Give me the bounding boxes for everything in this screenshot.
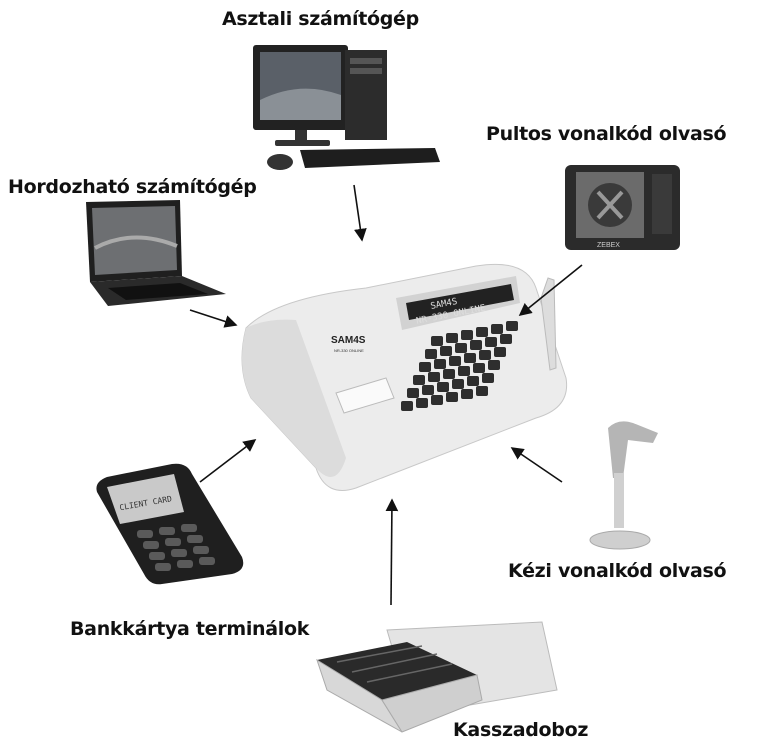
terminal-key (177, 560, 193, 568)
scanner-brand: ZEBEX (597, 242, 620, 249)
register-key (437, 382, 449, 392)
arrow-counter-scanner (518, 264, 583, 317)
register-key (416, 398, 428, 408)
register-key (428, 372, 440, 382)
terminal-key (187, 535, 203, 543)
arrow-desktop (353, 184, 367, 242)
register-key (491, 324, 503, 334)
register-key (485, 337, 497, 347)
label-cash-drawer: Kasszadoboz (453, 719, 589, 741)
terminal-key (143, 541, 159, 549)
terminal-key (199, 557, 215, 565)
card-terminal-image: CLIENT CARD (92, 462, 247, 587)
arrow-cash-drawer (385, 498, 399, 606)
terminal-key (155, 563, 171, 571)
register-brand: SAM4S (331, 335, 366, 346)
register-key (431, 336, 443, 346)
register-key (500, 334, 512, 344)
register-key (413, 375, 425, 385)
register-key (419, 362, 431, 372)
register-key (482, 373, 494, 383)
register-key (488, 360, 500, 370)
register-key (434, 359, 446, 369)
register-key (401, 401, 413, 411)
register-model: NR-330 ONLINE (334, 348, 364, 353)
register-key (425, 349, 437, 359)
terminal-key (181, 524, 197, 532)
terminal-key (165, 538, 181, 546)
counter-scanner-image: ZEBEX (562, 162, 687, 254)
register-key (476, 327, 488, 337)
handheld-scanner-image (578, 418, 663, 553)
register-key (407, 388, 419, 398)
arrow-handheld-scanner (510, 447, 563, 483)
register-key (446, 392, 458, 402)
register-key (431, 395, 443, 405)
label-handheld-scanner: Kézi vonalkód olvasó (508, 560, 727, 582)
register-key (467, 376, 479, 386)
label-desktop: Asztali számítógép (222, 8, 419, 30)
terminal-key (171, 549, 187, 557)
register-keypad (401, 321, 518, 411)
label-card-terminal: Bankkártya terminálok (70, 618, 310, 640)
register-key (470, 340, 482, 350)
terminal-key (159, 527, 175, 535)
register-key (455, 343, 467, 353)
cash-drawer-image (312, 620, 562, 740)
register-key (458, 366, 470, 376)
register-key (464, 353, 476, 363)
register-key (479, 350, 491, 360)
register-key (452, 379, 464, 389)
terminal-key (149, 552, 165, 560)
register-key (446, 333, 458, 343)
register-key (461, 389, 473, 399)
register-key (473, 363, 485, 373)
label-counter-scanner: Pultos vonalkód olvasó (486, 123, 727, 145)
arrow-card-terminal (199, 439, 257, 483)
register-key (449, 356, 461, 366)
label-laptop: Hordozható számítógép (8, 176, 257, 198)
desktop-computer-image (245, 40, 445, 180)
laptop-image (78, 198, 230, 310)
terminal-key (193, 546, 209, 554)
arrow-laptop (189, 309, 238, 328)
register-key (476, 386, 488, 396)
register-key (506, 321, 518, 331)
cash-register-image: SAM4S NR-330 ONLINE SAM4S NR-330 ONLINE (236, 258, 576, 498)
register-key (494, 347, 506, 357)
register-key (440, 346, 452, 356)
register-key (461, 330, 473, 340)
register-key (422, 385, 434, 395)
terminal-key (137, 530, 153, 538)
register-key (443, 369, 455, 379)
